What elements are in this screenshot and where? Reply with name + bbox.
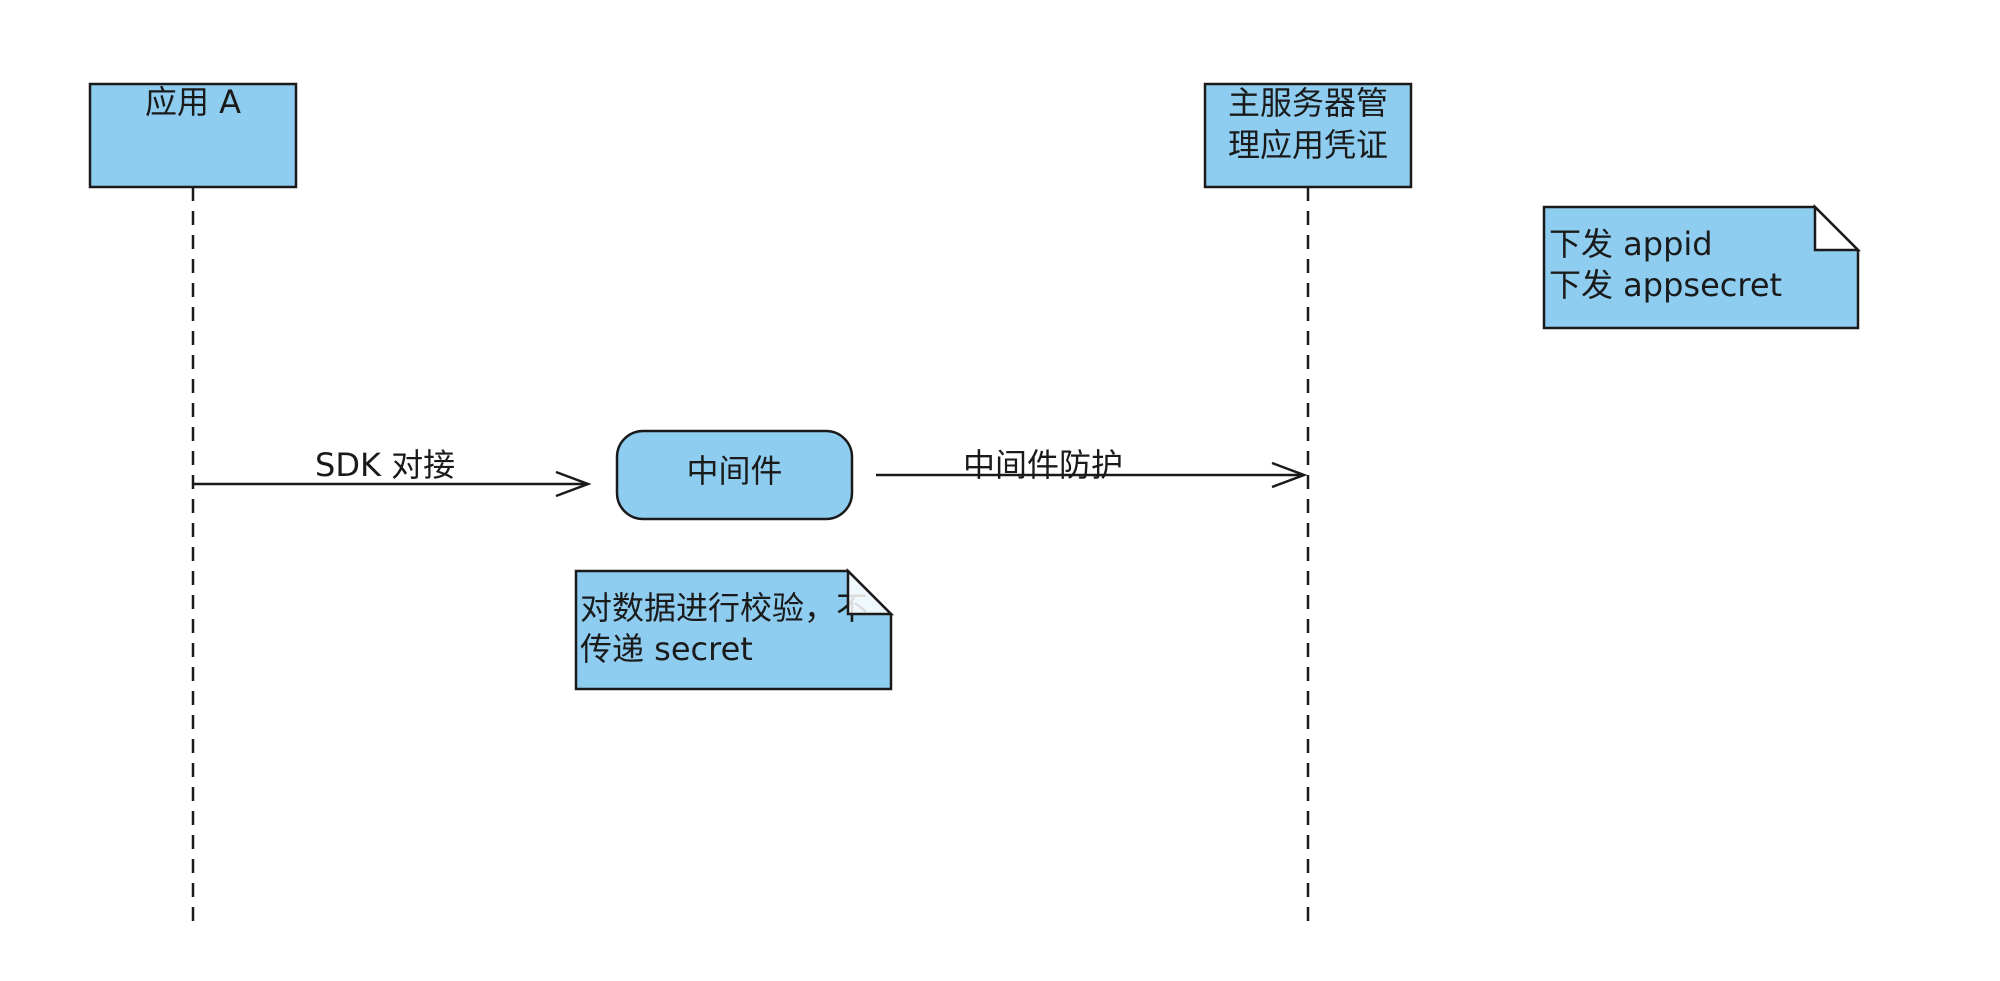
participant-box-main-server[interactable] [1203,82,1413,189]
note-middleware-text: 对数据进行校验，不 传递 secret [580,588,887,684]
participant-label-app-a: 应用 A [144,83,242,121]
note-server-line-1: 下发 appid [1549,225,1713,263]
message-arrow-protection [876,461,1308,489]
middleware-label: 中间件 [686,452,783,490]
participant-label-main-server: 主服务器管 理应用凭证 [1205,82,1411,166]
note-server-text: 下发 appid 下发 appsecret [1549,224,1854,306]
participant-label-main-server-line-1: 主服务器管 [1227,84,1388,122]
message-arrow-sdk [193,470,592,498]
message-label-protection: 中间件防护 [963,446,1124,484]
note-server[interactable] [1542,203,1862,330]
note-server-line-2: 下发 appsecret [1549,266,1783,304]
middleware-box[interactable] [615,429,854,521]
message-label-sdk: SDK 对接 [315,446,456,484]
note-middleware[interactable] [574,569,893,691]
note-middleware-line-2: 传递 secret [580,630,753,668]
participant-label-main-server-line-2: 理应用凭证 [1227,126,1388,164]
note-middleware-line-1: 对数据进行校验，不 [580,589,869,627]
participant-box-app-a[interactable] [88,82,298,189]
